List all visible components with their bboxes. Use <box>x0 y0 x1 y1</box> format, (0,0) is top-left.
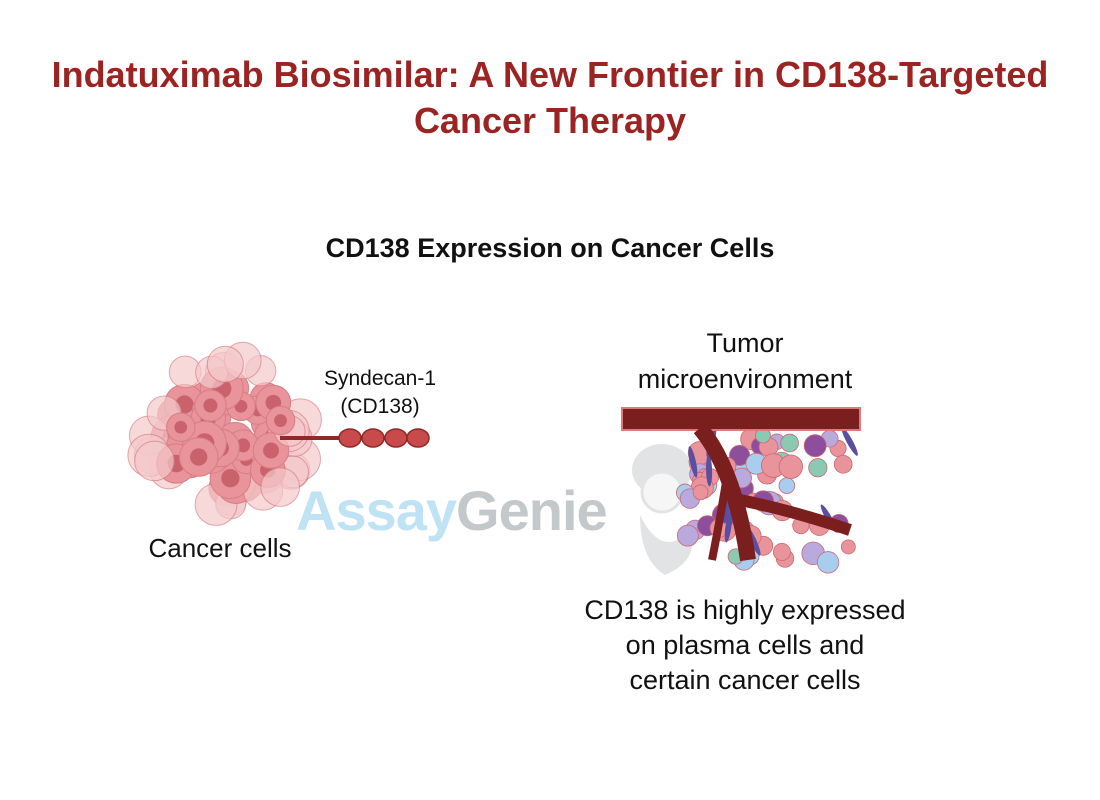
main-title: Indatuximab Biosimilar: A New Frontier i… <box>51 54 1049 141</box>
receptor-bead <box>406 428 430 448</box>
cancer-cell <box>260 467 301 507</box>
cell-nucleus <box>221 469 240 488</box>
tme-cell <box>803 434 827 458</box>
fibroblast <box>724 510 733 543</box>
tme-cell <box>780 433 799 453</box>
tme-cell <box>778 477 796 494</box>
syndecan-label: Syndecan-1(CD138) <box>323 367 437 418</box>
genie-logo-figure <box>632 444 693 575</box>
receptor-bead <box>384 428 408 448</box>
assaygenie-watermark: AssayGenie <box>296 479 608 542</box>
receptor-bead <box>338 428 362 448</box>
receptor-bead <box>361 428 385 448</box>
blood-vessel-main <box>621 407 861 431</box>
cancer-cells-label: Cancer cells <box>148 533 292 563</box>
cell-nucleus <box>174 420 188 434</box>
blood-vessel-branch <box>708 469 732 561</box>
tme-cell <box>692 484 709 501</box>
cell-nucleus <box>263 442 280 459</box>
tme-cell <box>840 539 856 555</box>
cell-nucleus <box>203 398 218 413</box>
cd138-receptor <box>338 428 430 448</box>
tme-cell <box>772 542 791 561</box>
blood-vessel-branch <box>738 494 852 536</box>
fibroblast <box>706 454 713 487</box>
cancer-cell-cluster <box>127 341 322 526</box>
section-subtitle: CD138 Expression on Cancer Cells <box>325 233 775 263</box>
tme-cell <box>676 524 699 547</box>
tme-cell <box>816 551 840 574</box>
fibroblast <box>841 427 858 456</box>
cancer-cell <box>206 345 244 383</box>
cell-nucleus <box>190 448 208 466</box>
tme-cell <box>778 454 803 479</box>
tumor-microenvironment <box>621 407 861 574</box>
tme-cell <box>833 454 853 474</box>
tme-cell <box>808 458 828 478</box>
cancer-cell <box>134 440 175 482</box>
cell-nucleus <box>274 414 287 427</box>
fibroblast <box>688 446 698 478</box>
